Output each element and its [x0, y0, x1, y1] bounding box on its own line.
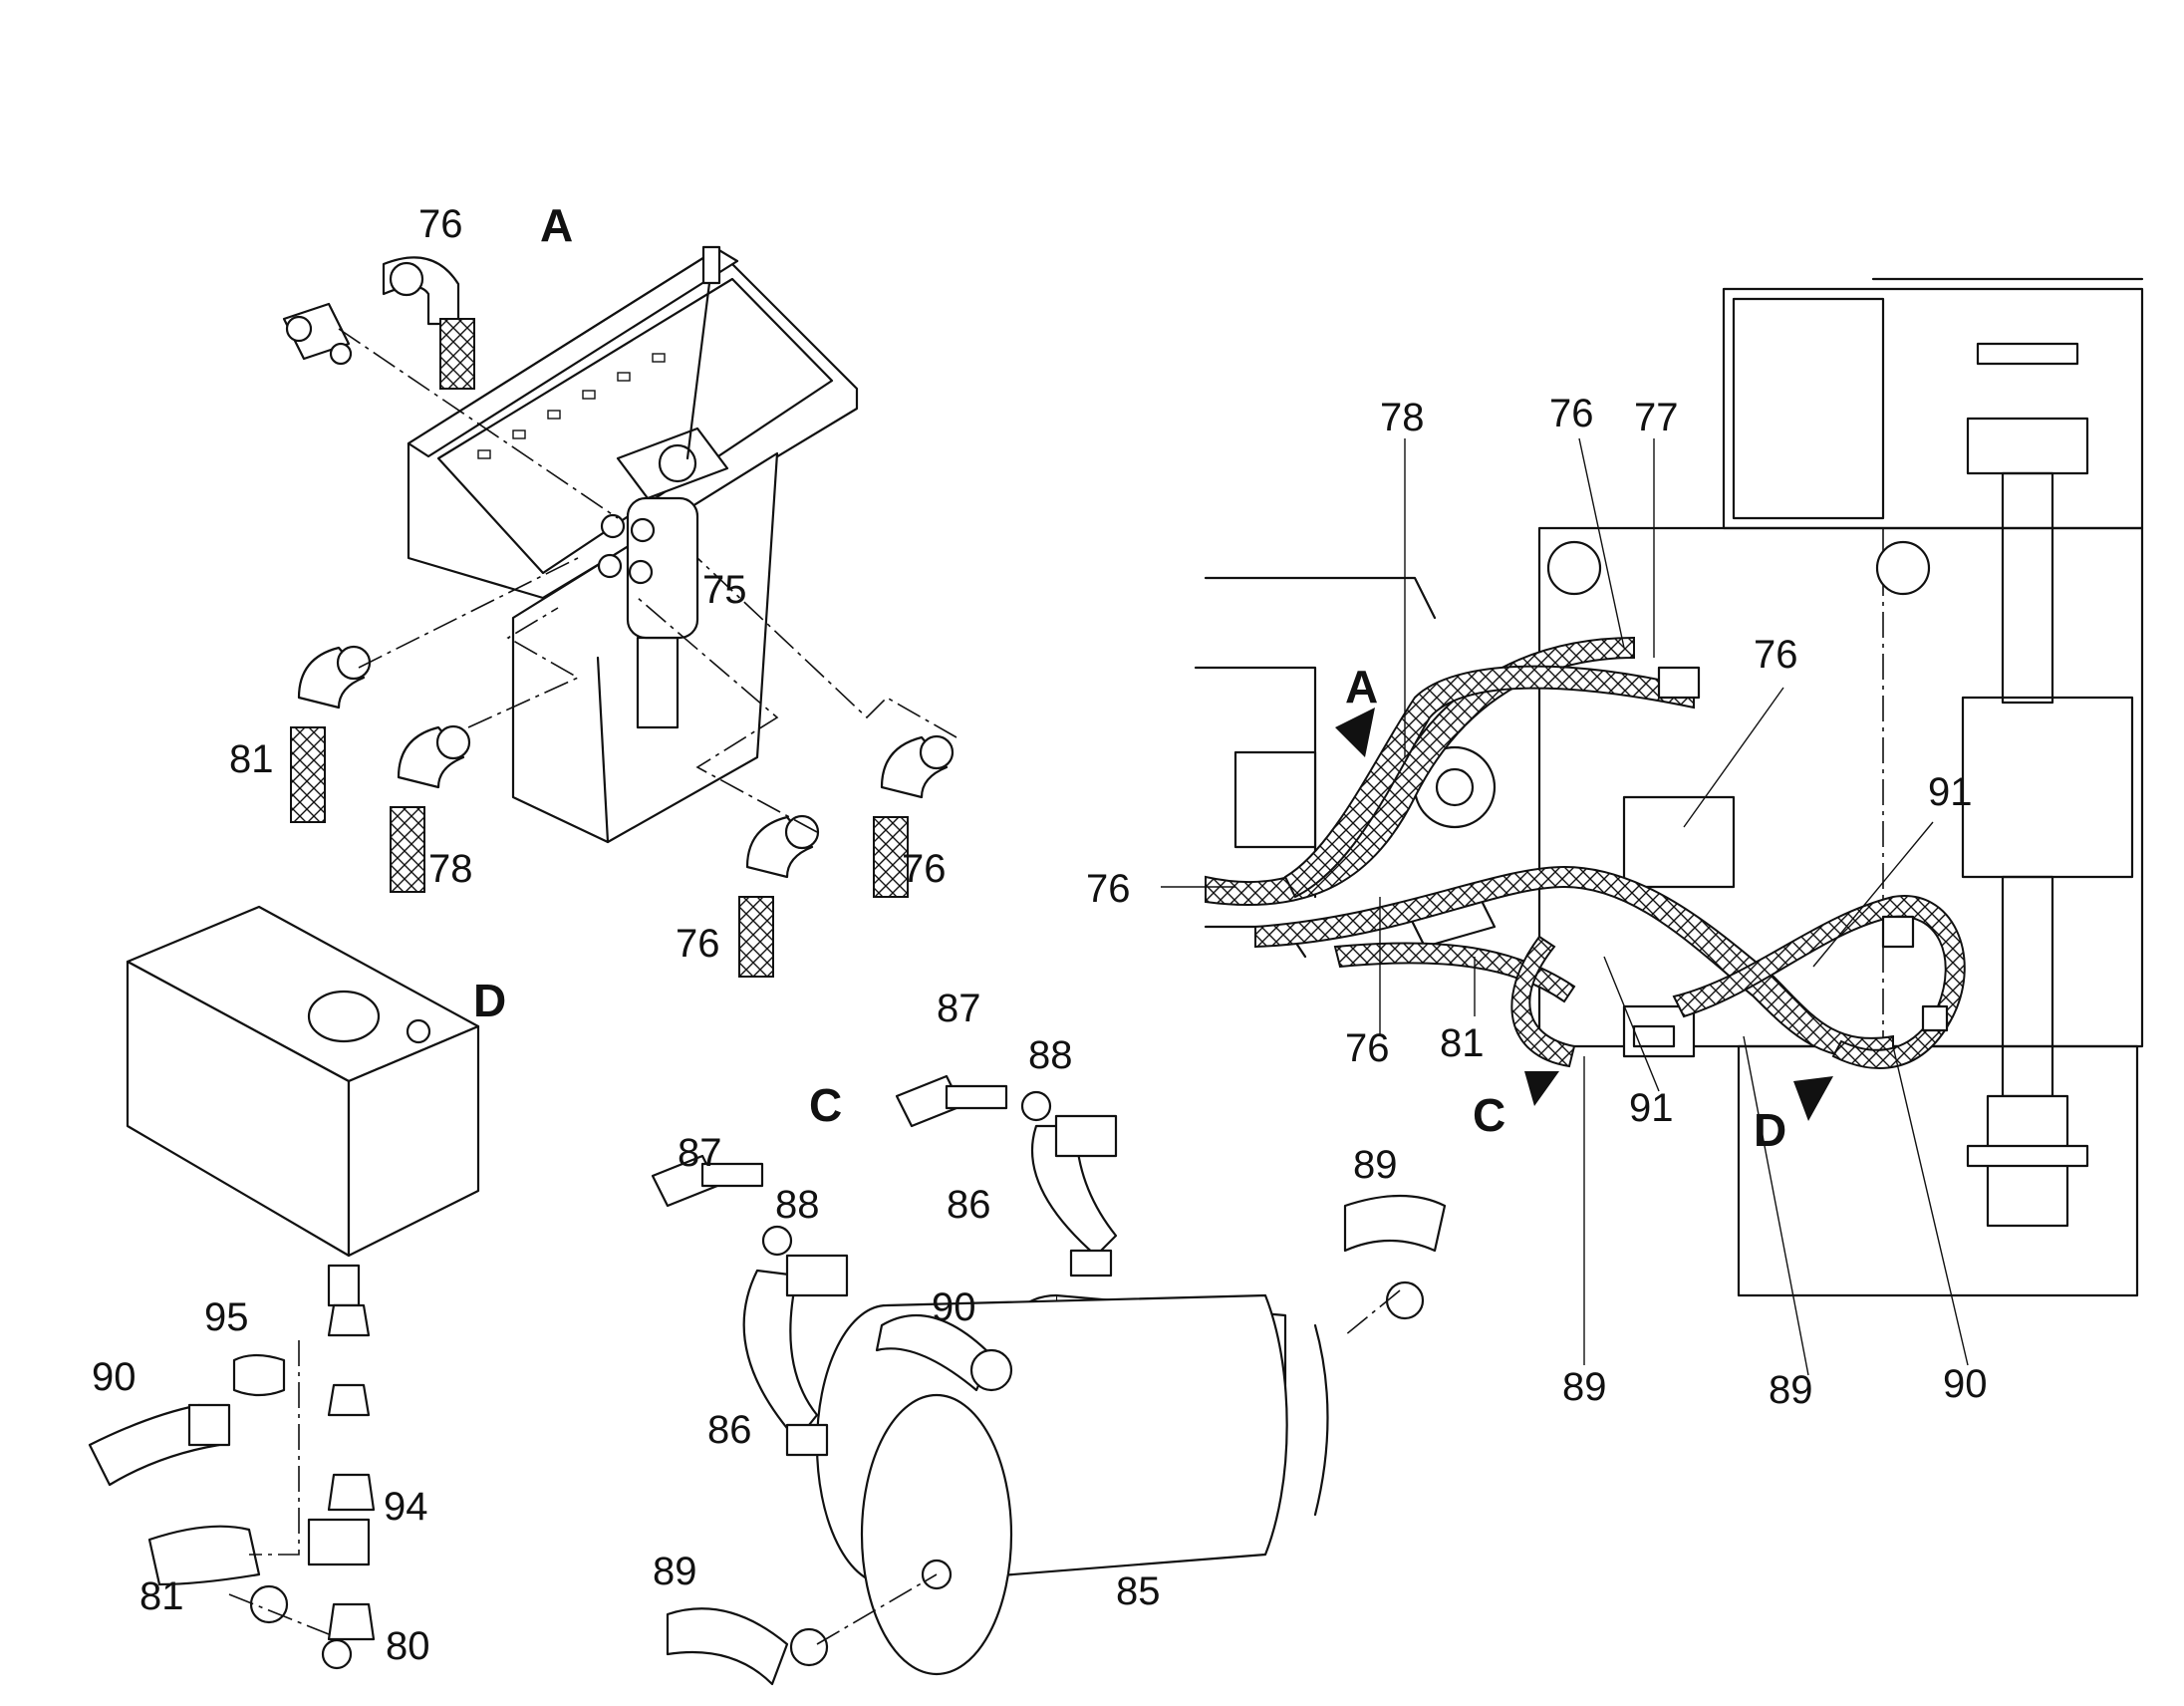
part-label: 89	[1769, 1368, 1813, 1412]
section-a-label: A	[540, 199, 573, 251]
part-label: 85	[1116, 1569, 1161, 1613]
part-label: 88	[1028, 1033, 1073, 1077]
console-assembly	[407, 245, 859, 844]
part-label: 91	[1928, 770, 1973, 814]
part-label: 86	[707, 1408, 752, 1452]
part-label: 78	[428, 847, 473, 891]
part-label: 90	[92, 1355, 136, 1399]
part-label: 90	[932, 1285, 976, 1329]
part-label: 94	[384, 1485, 428, 1529]
part-label: 80	[386, 1624, 430, 1668]
part-label: 89	[1562, 1365, 1607, 1409]
part-label: 76	[1754, 633, 1798, 677]
part-label: 95	[204, 1295, 249, 1339]
part-label: 90	[1943, 1362, 1988, 1406]
part-label: 87	[937, 987, 981, 1030]
part-label: 76	[1345, 1026, 1390, 1070]
part-label: 88	[775, 1183, 820, 1227]
part-label: 86	[947, 1183, 991, 1227]
vertical-cylinder	[1966, 342, 2089, 1228]
leader-lines	[1161, 437, 1969, 1376]
part-label: 76	[902, 847, 947, 891]
part-label: 81	[1440, 1021, 1485, 1065]
section-d-label: D	[473, 975, 506, 1026]
part-label: 76	[676, 922, 720, 966]
console-indicator-row	[477, 353, 666, 459]
section-c-label: C	[809, 1079, 842, 1131]
section-a-arrow	[1335, 708, 1375, 757]
section-a-ref-label: A	[1345, 661, 1378, 712]
part-label: 81	[139, 1574, 184, 1618]
installed-view	[1194, 277, 2144, 1297]
air-tank-assembly	[651, 1074, 1447, 1686]
section-a-fittings	[282, 256, 957, 978]
part-label: 81	[229, 737, 274, 781]
part-label: 78	[1380, 396, 1425, 439]
section-c-ref-label: C	[1473, 1089, 1505, 1141]
part-label: 75	[702, 568, 747, 612]
part-label: 76	[418, 202, 463, 246]
part-number-labels: 76 81 78 75 76 76 95 90 94 81 80 87 88 8…	[92, 202, 1988, 1668]
reservoir-assembly	[88, 905, 480, 1670]
part-label: 77	[1634, 396, 1679, 439]
part-label: 76	[1086, 867, 1131, 911]
section-d-arrow	[1793, 1076, 1833, 1121]
part-label: 87	[678, 1131, 722, 1175]
part-label: 91	[1629, 1086, 1674, 1130]
section-c-arrow	[1524, 1071, 1559, 1106]
section-labels: A A C D C D	[473, 199, 1786, 1156]
part-label: 89	[653, 1550, 697, 1593]
part-label: 89	[1353, 1143, 1398, 1187]
section-d-ref-label: D	[1754, 1104, 1786, 1156]
part-label: 76	[1549, 392, 1594, 435]
